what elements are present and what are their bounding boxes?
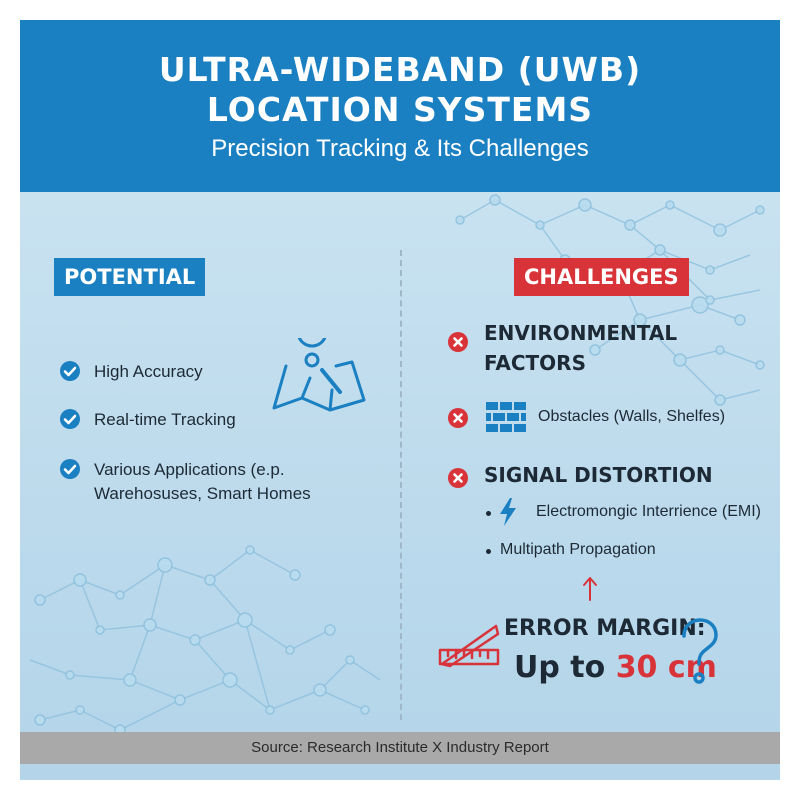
potential-item-label: Various Applications (e.p. Warehosuses, … bbox=[94, 458, 311, 506]
brick-wall-icon bbox=[486, 402, 526, 432]
checkmark-icon bbox=[60, 459, 80, 479]
title-line-2: LOCATION SYSTEMS bbox=[206, 90, 594, 129]
x-mark-icon bbox=[448, 468, 468, 488]
potential-item-high-accuracy: High Accuracy bbox=[60, 360, 203, 384]
obstacles-text: Obstacles (Walls, Shelfes) bbox=[538, 408, 726, 425]
up-arrow-icon bbox=[583, 577, 597, 601]
label-line-1: Various Applications (e.p. bbox=[94, 460, 285, 479]
challenges-badge: CHALLENGES bbox=[514, 258, 689, 296]
column-divider bbox=[400, 250, 402, 720]
error-margin-label: ERROR MARGIN: bbox=[504, 616, 706, 641]
x-mark-icon bbox=[448, 408, 468, 428]
potential-item-label: High Accuracy bbox=[94, 362, 203, 381]
header-banner: ULTRA-WIDEBAND (UWB) LOCATION SYSTEMS Pr… bbox=[20, 20, 780, 192]
network-background-decoration bbox=[29, 194, 765, 736]
checkmark-icon bbox=[60, 361, 80, 381]
heading-line-2: FACTORS bbox=[484, 351, 586, 375]
multipath-text: Multipath Propagation bbox=[500, 541, 656, 558]
infographic-card: ULTRA-WIDEBAND (UWB) LOCATION SYSTEMS Pr… bbox=[20, 20, 780, 780]
subtitle: Precision Tracking & Its Challenges bbox=[211, 135, 589, 162]
label-line-2: Warehosuses, Smart Homes bbox=[94, 484, 311, 503]
potential-item-label: Real-time Tracking bbox=[94, 410, 236, 429]
map-pin-search-icon bbox=[272, 338, 366, 412]
bullet bbox=[486, 511, 491, 516]
potential-item-realtime-tracking: Real-time Tracking bbox=[60, 408, 236, 432]
lightning-bolt-icon bbox=[500, 498, 516, 526]
heading-line-1: ENVIRONMENTAL bbox=[484, 321, 678, 345]
error-value-prefix: Up to bbox=[514, 650, 606, 685]
x-mark-icon bbox=[448, 332, 468, 352]
ruler-triangle-icon bbox=[438, 624, 500, 668]
question-mark-icon bbox=[682, 618, 718, 684]
environmental-factors-heading: ENVIRONMENTAL FACTORS bbox=[484, 318, 677, 378]
checkmark-icon bbox=[60, 409, 80, 429]
bullet bbox=[486, 549, 491, 554]
source-footer: Source: Research Institute X Industry Re… bbox=[20, 732, 780, 764]
title-line-1: ULTRA-WIDEBAND (UWB) bbox=[158, 50, 642, 89]
potential-item-various-applications: Various Applications (e.p. Warehosuses, … bbox=[60, 458, 311, 506]
emi-text: Electromongic Interrience (EMI) bbox=[536, 503, 761, 520]
signal-distortion-heading: SIGNAL DISTORTION bbox=[484, 463, 713, 487]
potential-badge: POTENTIAL bbox=[54, 258, 206, 296]
